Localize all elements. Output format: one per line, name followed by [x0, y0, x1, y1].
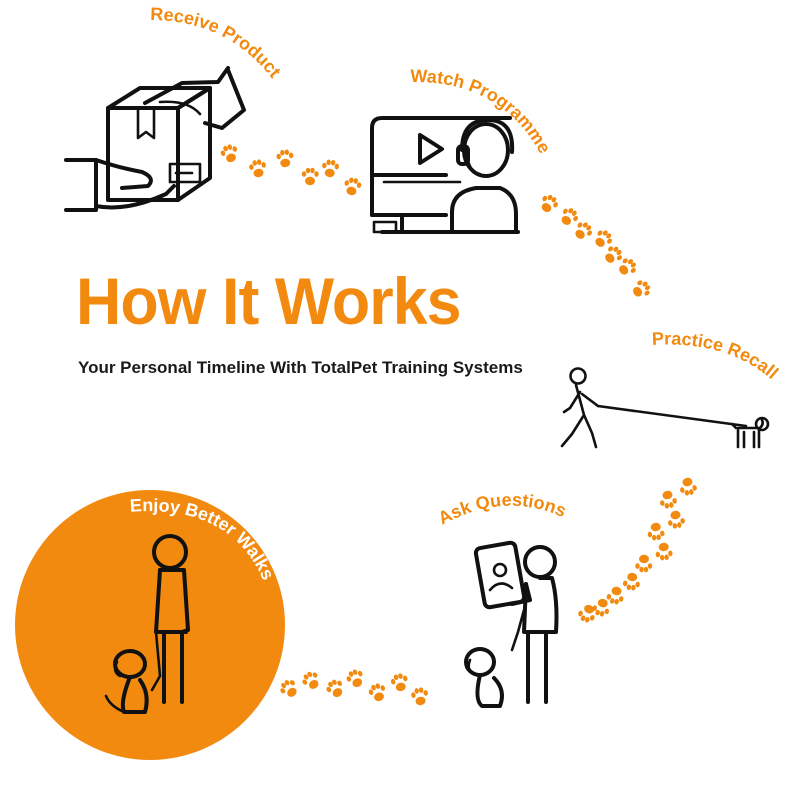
- step-label-receive-product: Receive Product: [150, 4, 285, 82]
- video-watching-person-icon: [370, 116, 520, 234]
- video-call-phone-with-dog-icon: [464, 540, 559, 708]
- walker-with-long-leash-dog-icon: [560, 367, 770, 449]
- highlight-circle: [15, 490, 285, 760]
- box-handover-icon: [64, 66, 246, 212]
- step-label-ask-questions: Ask Questions: [435, 490, 569, 529]
- person-with-sitting-dog-icon: [104, 534, 190, 714]
- step-label-practice-recall: Practice Recall: [652, 328, 783, 382]
- page-title: How It Works: [76, 264, 462, 338]
- paw-prints-icon: [218, 142, 698, 707]
- page-subtitle: Your Personal Timeline With TotalPet Tra…: [78, 358, 523, 377]
